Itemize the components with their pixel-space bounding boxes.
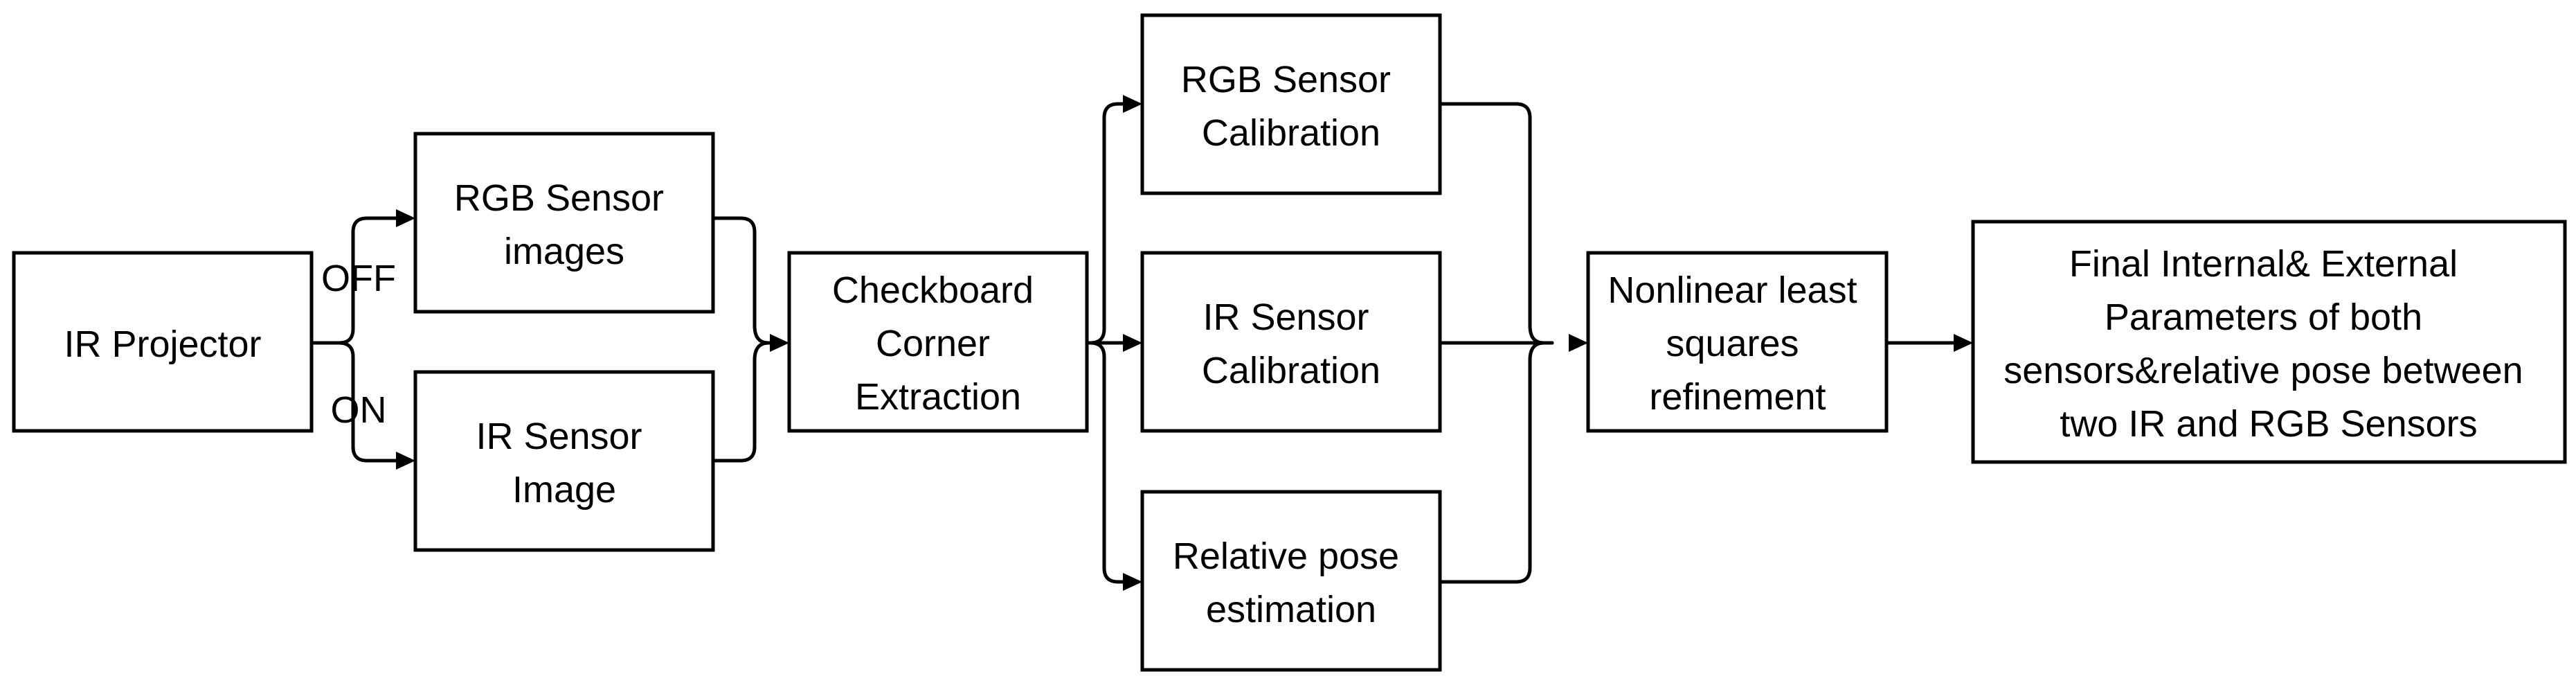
arrowhead-ir-calibration (1123, 334, 1142, 352)
svg-text:Nonlinear least squares: Nonlinear least squares refinement (1607, 269, 1867, 418)
node-final-parameters: Final Internal& External Parameters of b… (1971, 220, 2567, 464)
edge-label-on: ON (331, 389, 387, 431)
svg-text:IR Sensor Image: IR Sensor Image (476, 416, 652, 511)
checkboard-line-1: Checkboard (832, 269, 1034, 311)
rgb-calibration-line-2: Calibration (1202, 112, 1380, 154)
checkboard-line-2: Corner (876, 323, 990, 364)
connector-checkboard-to-rgb-calibration (1088, 102, 1125, 345)
arrowhead-rgb-calibration (1123, 95, 1142, 113)
checkboard-line-3: Extraction (855, 376, 1021, 418)
nonlinear-line-1: Nonlinear least (1607, 269, 1857, 311)
relative-pose-line-1: Relative pose (1173, 535, 1399, 577)
svg-text:RGB Sensor Calibration: RGB Sensor Calibration (1181, 59, 1401, 154)
node-rgb-sensor-images: RGB Sensor images (413, 132, 715, 314)
ir-sensor-image-line-2: Image (512, 469, 616, 511)
svg-text:RGB Sensor images: RGB Sensor images (454, 177, 674, 272)
ir-calibration-line-1: IR Sensor (1203, 296, 1369, 338)
final-line-4: two IR and RGB Sensors (2060, 403, 2477, 445)
connector-ir-image-to-checkboard (711, 341, 771, 463)
edge-label-off: OFF (321, 258, 396, 299)
rgb-calibration-line-1: RGB Sensor (1181, 59, 1391, 100)
svg-text:Final Internal& External: Final Internal& External Parameters of b… (2003, 243, 2533, 445)
connector-projector-to-ir-image (337, 341, 402, 463)
node-ir-sensor-calibration: IR Sensor Calibration (1140, 251, 1442, 433)
node-ir-projector: IR Projector (12, 251, 314, 433)
arrowhead-ir-image (396, 452, 415, 470)
ir-calibration-line-2: Calibration (1202, 350, 1380, 391)
final-line-1: Final Internal& External (2069, 243, 2458, 285)
final-line-2: Parameters of both (2105, 296, 2422, 338)
connector-rgb-calibration-to-nonlinear (1438, 102, 1554, 345)
node-rgb-sensor-calibration: RGB Sensor Calibration (1140, 13, 1442, 195)
final-line-3: sensors&relative pose between (2003, 350, 2523, 391)
nonlinear-line-2: squares (1666, 323, 1799, 364)
node-nonlinear-least-squares: Nonlinear least squares refinement (1586, 251, 1889, 433)
svg-text:IR Projector: IR Projector (64, 323, 261, 365)
arrowhead-relative-pose (1123, 573, 1142, 591)
node-ir-sensor-image: IR Sensor Image (413, 370, 715, 552)
relative-pose-line-2: estimation (1206, 589, 1376, 630)
ir-sensor-image-line-1: IR Sensor (476, 416, 642, 457)
nonlinear-line-3: refinement (1649, 376, 1826, 418)
node-checkboard-corner-extraction: Checkboard Corner Extraction (787, 251, 1089, 433)
arrowhead-nonlinear (1569, 334, 1588, 352)
connector-checkboard-to-relative-pose (1088, 341, 1125, 584)
rgb-sensor-images-line-2: images (504, 231, 624, 272)
arrowhead-final (1954, 334, 1973, 352)
arrowhead-rgb-images (396, 209, 415, 227)
svg-text:IR Sensor Calibration: IR Sensor Calibration (1202, 296, 1380, 391)
svg-text:Relative pose estimation: Relative pose estimation (1173, 535, 1409, 630)
svg-text:Checkboard Corner: Checkboard Corner Extraction (832, 269, 1044, 418)
arrowheads (396, 95, 1973, 591)
connector-relative-pose-to-nonlinear (1438, 341, 1546, 584)
node-relative-pose-estimation: Relative pose estimation (1140, 490, 1442, 672)
ir-projector-label: IR Projector (64, 323, 261, 365)
arrowhead-checkboard (770, 334, 789, 352)
connectors (309, 102, 1956, 584)
rgb-sensor-images-line-1: RGB Sensor (454, 177, 664, 219)
connector-rgb-images-to-checkboard (711, 216, 772, 345)
